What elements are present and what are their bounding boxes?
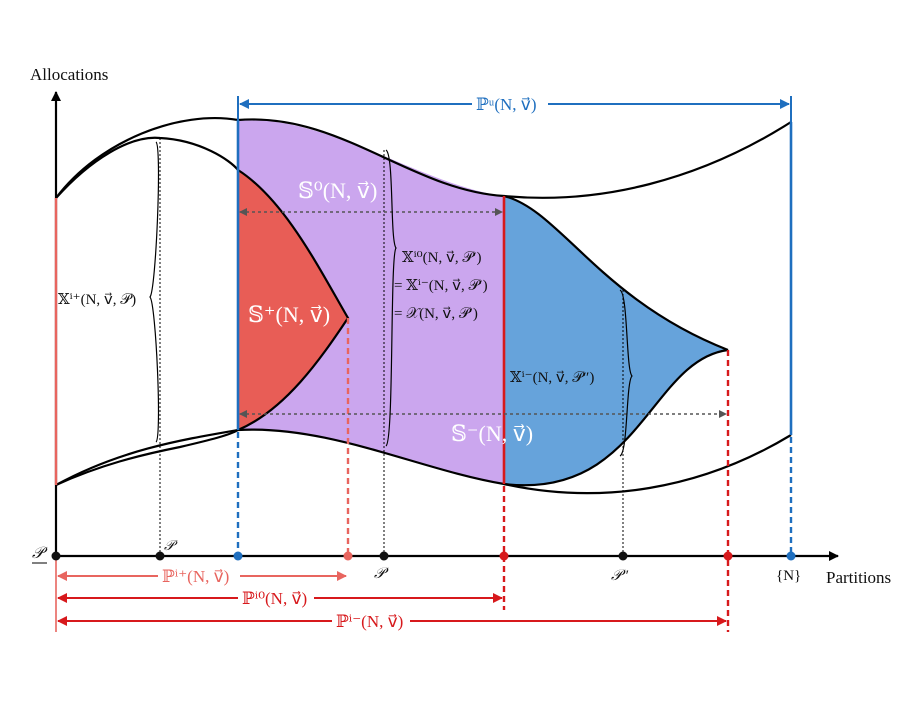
brace-label-x-izero-3: = 𝒳(N, v⃗, 𝒫′) <box>394 306 478 322</box>
s-zero-label: 𝕊⁰(N, v⃗) <box>298 178 377 203</box>
white-region-lower-curve <box>55 429 239 487</box>
tick-label-p-dprime: 𝒫″ <box>611 568 629 584</box>
brace-label-x-iminus: 𝕏ⁱ⁻(N, v⃗, 𝒫″) <box>510 370 594 386</box>
x-axis-label: Partitions <box>826 568 891 587</box>
tick-point-light-red <box>343 551 353 561</box>
s-plus-label: 𝕊⁺(N, v⃗) <box>248 302 330 327</box>
tick-label-pmin: 𝒫 <box>32 545 48 562</box>
tick-point-n-set <box>786 551 796 561</box>
brace-x-izero <box>385 149 397 447</box>
brace-x-iplus <box>149 141 160 443</box>
interval-label-p-iminus: ℙⁱ⁻(N, v⃗) <box>336 612 403 631</box>
s-minus-label: 𝕊⁻(N, v⃗) <box>451 421 533 446</box>
tick-point-red-mid <box>499 551 509 561</box>
tick-label-p: 𝒫 <box>164 539 178 554</box>
blue-boundary-lower <box>503 348 729 487</box>
tick-label-n-set: {N} <box>776 568 801 584</box>
brace-label-x-izero-1: 𝕏ⁱ⁰(N, v⃗, 𝒫′) <box>402 250 481 266</box>
tick-point-red-right <box>723 551 733 561</box>
outer-upper-curve <box>55 117 792 199</box>
s-plus-region <box>238 170 348 430</box>
blue-boundary-upper <box>503 194 729 352</box>
interval-label-p-izero: ℙⁱ⁰(N, v⃗) <box>242 589 307 608</box>
white-region-upper-curve <box>55 136 239 199</box>
tick-point-blue-left <box>233 551 243 561</box>
tick-point-p <box>155 551 165 561</box>
interval-label-p-iplus: ℙⁱ⁺(N, v⃗) <box>162 567 229 586</box>
tick-point-pmin <box>51 551 61 561</box>
tick-label-p-prime: 𝒫′ <box>374 566 389 582</box>
interval-label-p-u: ℙᵘ(N, v⃗) <box>476 95 537 114</box>
brace-label-x-izero-2: = 𝕏ⁱ⁻(N, v⃗, 𝒫′) <box>394 278 488 294</box>
y-axis-label: Allocations <box>30 65 108 84</box>
inner-upper-curve <box>55 428 792 495</box>
s-minus-region <box>504 196 728 486</box>
tick-point-p-prime <box>379 551 389 561</box>
tick-point-p-dprime <box>618 551 628 561</box>
s-plus-boundary <box>237 169 350 432</box>
brace-x-iminus <box>619 289 633 457</box>
brace-label-x-iplus: 𝕏ⁱ⁺(N, v⃗, 𝒫) <box>58 292 136 308</box>
